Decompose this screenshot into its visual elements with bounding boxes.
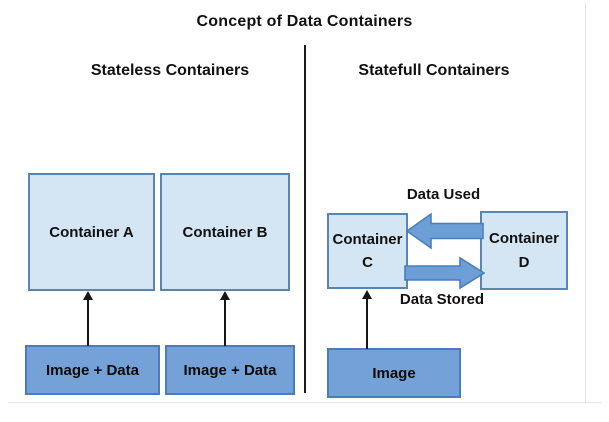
image-data-box: Image + Data: [25, 345, 160, 395]
container-d-word: Container: [488, 230, 559, 248]
fat-right-arrow-icon: [404, 256, 485, 290]
data-used-label: Data Used: [406, 186, 481, 203]
image-data-label: Image + Data: [46, 361, 139, 379]
container-a-box: Container A: [28, 173, 155, 291]
frame-border-right: [585, 3, 586, 402]
container-c-box: Container C: [327, 213, 408, 289]
container-d-letter: D: [518, 253, 530, 271]
arrow-shaft: [366, 297, 368, 349]
image-box: Image: [327, 348, 461, 398]
frame-border-bottom: [8, 402, 602, 403]
image-data-label: Image + Data: [183, 361, 277, 379]
arrow-head: [362, 290, 372, 299]
section-divider-line: [304, 45, 306, 393]
container-b-box: Container B: [160, 173, 290, 291]
stateless-section-header: Stateless Containers: [90, 62, 250, 79]
container-d-label: Container D: [489, 227, 559, 274]
arrow-shaft: [87, 298, 89, 346]
container-c-label: Container C: [332, 228, 402, 275]
container-d-box: Container D: [480, 211, 568, 290]
image-label: Image: [372, 364, 416, 382]
container-c-letter: C: [362, 254, 373, 271]
image-data-box: Image + Data: [165, 345, 295, 395]
container-a-label: Container A: [49, 223, 134, 241]
arrow-head: [83, 291, 93, 300]
arrow-shaft: [224, 298, 226, 346]
diagram-title: Concept of Data Containers: [196, 13, 413, 30]
fat-left-arrow-icon: [406, 212, 484, 250]
arrow-head: [220, 291, 230, 300]
container-c-word: Container: [332, 230, 403, 248]
statefull-section-header: Statefull Containers: [358, 62, 510, 79]
data-stored-label: Data Stored: [399, 291, 485, 308]
container-b-label: Container B: [182, 223, 268, 241]
